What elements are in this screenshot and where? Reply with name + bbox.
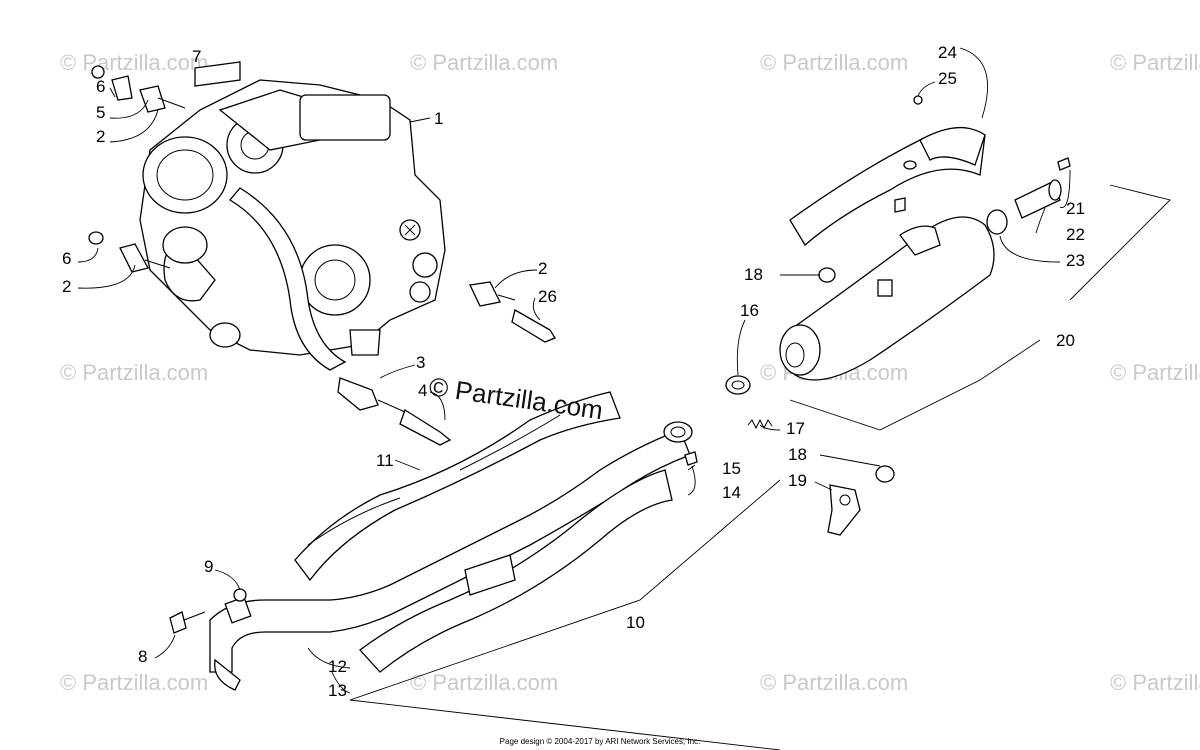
decal-7 xyxy=(194,61,241,87)
left-mount-hardware xyxy=(88,231,171,273)
watermark-layer: © Partzilla.com © Partzilla.com © Partzi… xyxy=(60,50,1200,695)
callout-14: 14 xyxy=(722,483,741,502)
callout-26: 26 xyxy=(538,287,557,306)
callout-21: 21 xyxy=(1066,199,1085,218)
watermark: © Partzilla.com xyxy=(1110,670,1200,695)
callout-2: 2 xyxy=(96,127,105,146)
callout-25: 25 xyxy=(938,69,957,88)
watermark: © Partzilla.com xyxy=(410,670,558,695)
watermark: © Partzilla.com xyxy=(1110,360,1200,385)
collector-flange xyxy=(663,421,698,466)
callout-23: 23 xyxy=(1066,251,1085,270)
center-mount-hardware xyxy=(337,377,452,446)
gasket-spring xyxy=(725,375,773,430)
callout-17: 17 xyxy=(786,419,805,438)
page-footer: Page design © 2004-2017 by ARI Network S… xyxy=(499,737,701,746)
callout-2: 2 xyxy=(62,277,71,296)
callout-15: 15 xyxy=(722,459,741,478)
callout-20: 20 xyxy=(1056,331,1075,350)
leader-lines xyxy=(77,47,1171,750)
grommet-18 xyxy=(818,267,836,283)
callout-13: 13 xyxy=(328,681,347,700)
callout-1: 1 xyxy=(434,109,443,128)
engine-assembly xyxy=(139,79,446,371)
callout-labels: 1 2 2 2 3 4 5 6 6 7 8 9 10 11 12 13 14 1… xyxy=(62,43,1085,700)
watermark: © Partzilla.com xyxy=(760,50,908,75)
top-mount-hardware xyxy=(91,65,186,113)
right-mount-hardware xyxy=(469,281,556,343)
spark-arrestor xyxy=(986,157,1071,235)
watermark: © Partzilla.com xyxy=(60,670,208,695)
callout-5: 5 xyxy=(96,103,105,122)
callout-8: 8 xyxy=(138,647,147,666)
callout-22: 22 xyxy=(1066,225,1085,244)
callout-18: 18 xyxy=(744,265,763,284)
callout-11: 11 xyxy=(376,451,394,470)
callout-12: 12 xyxy=(328,657,347,676)
callout-24: 24 xyxy=(938,43,957,62)
watermark: © Partzilla.com xyxy=(60,360,208,385)
callout-10: 10 xyxy=(626,613,645,632)
callout-7: 7 xyxy=(192,47,201,66)
heat-shield-24 xyxy=(789,126,986,246)
callout-6: 6 xyxy=(96,77,105,96)
watermark: © Partzilla.com xyxy=(760,670,908,695)
heat-shield-11 xyxy=(294,391,621,582)
screw-25 xyxy=(913,95,923,105)
callout-2: 2 xyxy=(538,259,547,278)
watermark-center: © Partzilla.com xyxy=(427,371,605,425)
watermark: © Partzilla.com xyxy=(1110,50,1200,75)
callout-9: 9 xyxy=(204,557,213,576)
callout-3: 3 xyxy=(416,353,425,372)
bolt-8 xyxy=(169,611,206,634)
watermark: © Partzilla.com xyxy=(410,50,558,75)
callout-19: 19 xyxy=(788,471,807,490)
callout-16: 16 xyxy=(740,301,759,320)
watermark: © Partzilla.com xyxy=(60,50,208,75)
bracket-19 xyxy=(827,465,895,536)
callout-18: 18 xyxy=(788,445,807,464)
header-pipes xyxy=(209,429,691,691)
callout-4: 4 xyxy=(418,381,427,400)
callout-6: 6 xyxy=(62,249,71,268)
muffler-20 xyxy=(779,216,995,381)
